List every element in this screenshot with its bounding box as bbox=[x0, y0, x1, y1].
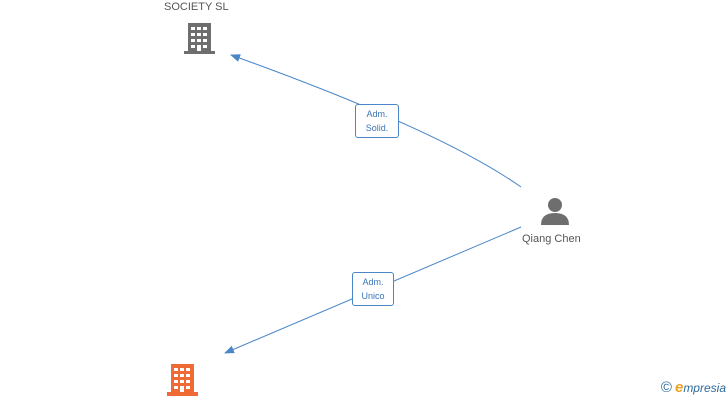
edge-label-line: Solid. bbox=[365, 123, 389, 133]
edge-label-adm-unico: Adm. Unico bbox=[352, 272, 394, 306]
copyright-icon: © bbox=[660, 379, 672, 396]
brand-name: mpresia bbox=[683, 381, 726, 395]
edge-label-line: Adm. bbox=[366, 109, 388, 119]
brand-watermark: ©empresia bbox=[661, 379, 726, 396]
edge-label-adm-solid: Adm. Solid. bbox=[355, 104, 399, 138]
company-name-label[interactable]: SOCIETY SL bbox=[164, 1, 229, 13]
person-icon[interactable] bbox=[541, 198, 569, 225]
edge-adm-solid bbox=[230, 54, 522, 188]
edge-label-line: Adm. bbox=[362, 277, 384, 287]
brand-logo-letter: e bbox=[674, 379, 684, 396]
building-icon[interactable] bbox=[184, 23, 215, 54]
edge-label-line: Unico bbox=[361, 291, 385, 301]
building-icon[interactable] bbox=[167, 364, 198, 396]
person-name-label[interactable]: Qiang Chen bbox=[522, 233, 581, 245]
